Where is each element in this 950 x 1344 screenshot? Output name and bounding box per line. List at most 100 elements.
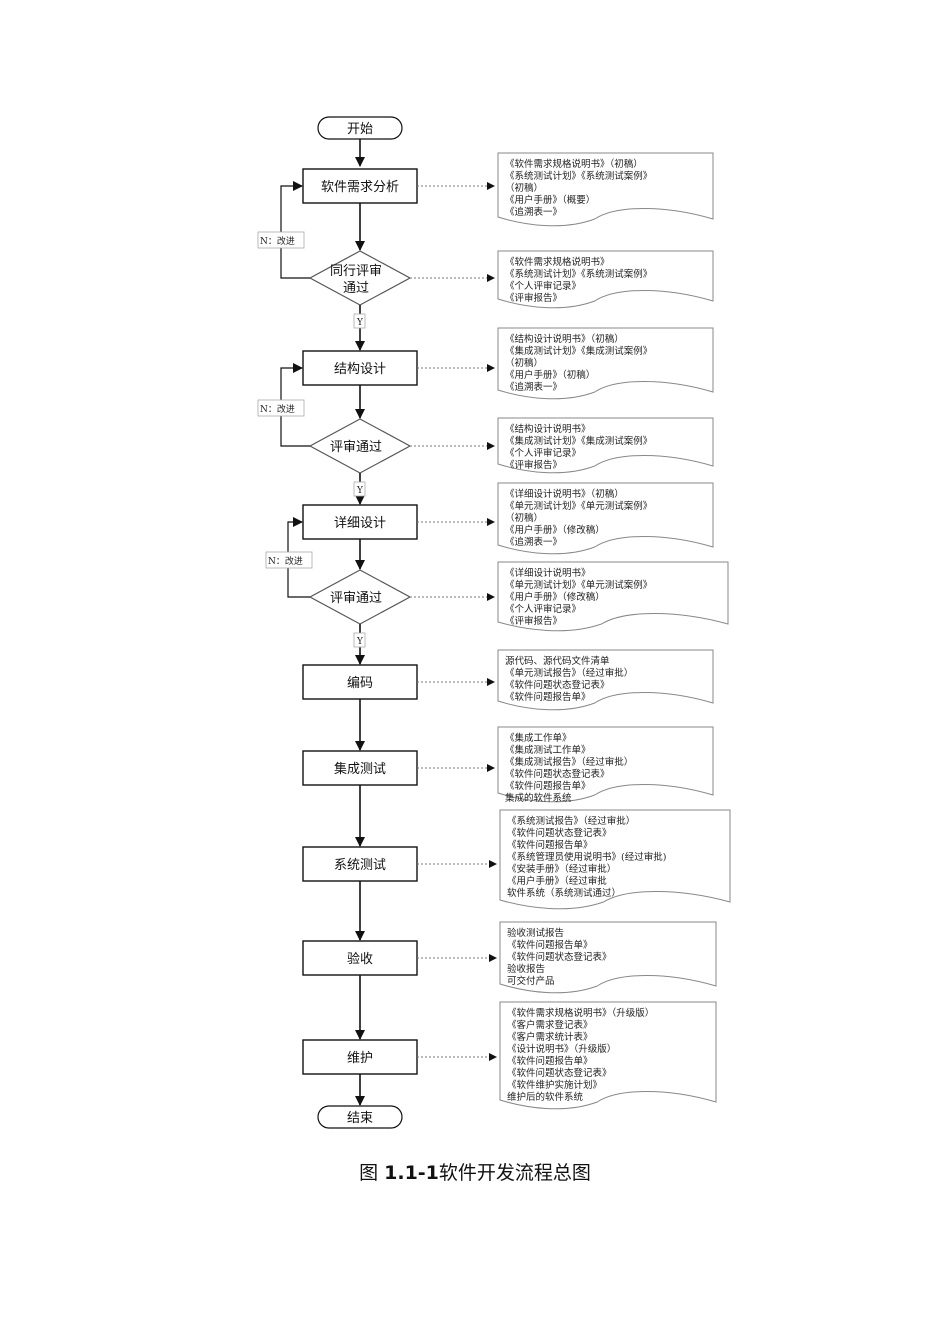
step-7-doc-line: 验收测试报告 [507, 927, 564, 939]
step-6-document [499, 809, 731, 910]
review-1-doc-line: 《系统测试计划》《系统测试案例》 [505, 268, 652, 280]
step-3-document [497, 482, 714, 555]
step-1-doc-line: 《用户手册》（概要） [505, 194, 595, 206]
step-3-doc-line: 《用户手册》（修改稿） [505, 524, 605, 536]
step-5-doc-line: 《集成工作单》 [505, 732, 572, 744]
step-4-doc-line: 《单元测试报告》（经过审批） [505, 667, 633, 679]
step-3-doc-line: 《追溯表一》 [505, 536, 562, 548]
yes-label-box [353, 313, 366, 329]
step-3-doc-line: 《单元测试计划》《单元测试案例》 [505, 500, 652, 512]
step-6-doc-line: 《用户手册》（经过审批 [507, 875, 607, 887]
step-1-document [497, 152, 714, 227]
end-terminal [317, 1105, 403, 1129]
step-5-document [497, 726, 714, 803]
review-2-doc-line: 《集成测试计划》《集成测试案例》 [505, 435, 652, 447]
yes-label: Y [356, 486, 364, 496]
step-3-box [302, 504, 418, 540]
no-label: N：改进 [260, 235, 295, 247]
step-6-doc-line: 《系统测试报告》（经过审批） [507, 815, 635, 827]
yes-label: Y [356, 318, 364, 328]
step-7-label: 验收 [347, 951, 373, 967]
review-2-doc-line: 《评审报告》 [505, 459, 562, 471]
caption-number: 1.1-1 [384, 1162, 439, 1184]
step-1-doc-line: 《追溯表一》 [505, 206, 562, 218]
step-8-doc-line: 《软件问题状态登记表》 [507, 1067, 612, 1079]
step-7-document [499, 921, 717, 994]
step-5-doc-line: 《集成测试工作单》 [505, 744, 591, 756]
step-4-doc-line: 《软件问题状态登记表》 [505, 679, 610, 691]
step-7-box [302, 940, 418, 976]
step-8-document [499, 1001, 717, 1110]
step-8-doc-line: 《设计说明书》（升级版） [507, 1043, 616, 1055]
review-1-doc-line: 《个人评审记录》 [505, 280, 581, 292]
review-1-label: 同行评审 [330, 264, 382, 279]
step-6-doc-line: 《软件问题状态登记表》 [507, 827, 612, 839]
review-3-doc-line: 《单元测试计划》《单元测试案例》 [505, 579, 652, 591]
review-3-document [497, 561, 729, 632]
step-2-doc-line: （初稿） [505, 357, 543, 369]
step-2-doc-line: 《结构设计说明书》（初稿） [505, 333, 624, 345]
step-5-doc-line: 《软件问题状态登记表》 [505, 768, 610, 780]
step-7-doc-line: 可交付产品 [507, 975, 555, 987]
no-label-box [257, 231, 305, 249]
step-5-doc-line: 《软件问题报告单》 [505, 780, 591, 792]
step-3-doc-line: 《详细设计说明书》（初稿） [505, 488, 624, 500]
step-2-label: 结构设计 [334, 362, 386, 377]
step-3-doc-line: （初稿） [505, 512, 543, 524]
step-7-doc-line: 《软件问题报告单》 [507, 939, 593, 951]
review-3-doc-line: 《详细设计说明书》 [505, 567, 591, 579]
start-label: 开始 [347, 122, 373, 137]
review-2-document [497, 417, 714, 474]
step-8-doc-line: 《软件问题报告单》 [507, 1055, 593, 1067]
step-2-doc-line: 《用户手册》（初稿） [505, 369, 595, 381]
step-5-label: 集成测试 [334, 761, 386, 777]
end-label: 结束 [347, 1111, 373, 1126]
no-label: N：改进 [260, 403, 295, 415]
review-1-document [497, 250, 714, 309]
step-6-label: 系统测试 [334, 858, 386, 873]
review-1-doc-line: 《软件需求规格说明书》 [505, 256, 610, 268]
yes-label-box [353, 632, 366, 648]
step-6-doc-line: 《安装手册》（经过审批） [507, 863, 616, 875]
step-8-doc-line: 维护后的软件系统 [507, 1091, 584, 1103]
step-5-doc-line: 集成的软件系统 [505, 792, 572, 804]
step-8-doc-line: 《软件维护实施计划》 [507, 1079, 602, 1091]
step-4-label: 编码 [347, 676, 373, 691]
step-8-doc-line: 《客户需求登记表》 [507, 1019, 593, 1031]
step-5-box [302, 750, 418, 786]
caption-prefix: 图 [359, 1162, 379, 1184]
review-1-label: 通过 [343, 281, 369, 296]
step-4-doc-line: 源代码、源代码文件清单 [505, 655, 610, 667]
step-6-doc-line: 《系统管理员使用说明书》(经过审批) [507, 851, 666, 863]
review-2-doc-line: 《结构设计说明书》 [505, 423, 591, 435]
step-2-document [497, 327, 714, 400]
review-2-label: 评审通过 [330, 440, 382, 455]
step-8-doc-line: 《软件需求规格说明书》（升级版） [507, 1007, 654, 1019]
step-7-doc-line: 验收报告 [507, 963, 545, 975]
review-3-doc-line: 《评审报告》 [505, 615, 562, 627]
step-3-label: 详细设计 [334, 516, 386, 531]
step-8-doc-line: 《客户需求统计表》 [507, 1031, 593, 1043]
review-1-doc-line: 《评审报告》 [505, 292, 562, 304]
step-1-box [302, 168, 418, 204]
review-3-label: 评审通过 [330, 591, 382, 606]
review-2-doc-line: 《个人评审记录》 [505, 447, 581, 459]
step-2-doc-line: 《集成测试计划》《集成测试案例》 [505, 345, 652, 357]
step-7-doc-line: 《软件问题状态登记表》 [507, 951, 612, 963]
no-label-box [257, 399, 305, 417]
review-3-doc-line: 《用户手册》（修改稿） [505, 591, 605, 603]
step-5-doc-line: 《集成测试报告》（经过审批） [505, 756, 633, 768]
step-6-doc-line: 软件系统（系统测试通过） [507, 887, 621, 899]
step-1-doc-line: （初稿） [505, 182, 543, 194]
yes-label: Y [356, 637, 364, 647]
step-4-doc-line: 《软件问题报告单》 [505, 691, 591, 703]
step-8-label: 维护 [347, 1051, 373, 1066]
review-3-doc-line: 《个人评审记录》 [505, 603, 581, 615]
step-1-doc-line: 《系统测试计划》《系统测试案例》 [505, 170, 652, 182]
no-label-box [265, 551, 313, 569]
step-6-doc-line: 《软件问题报告单》 [507, 839, 593, 851]
no-label: N：改进 [268, 555, 303, 567]
step-8-box [302, 1039, 418, 1075]
step-2-doc-line: 《追溯表一》 [505, 381, 562, 393]
